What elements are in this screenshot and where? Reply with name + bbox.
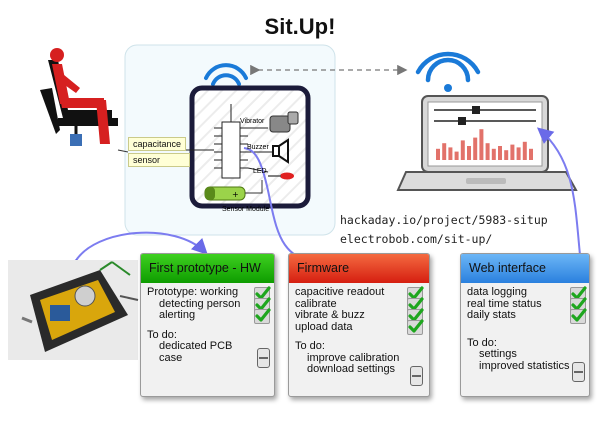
led-icon (268, 172, 294, 180)
url-hackaday[interactable]: hackaday.io/project/5983-situp (340, 213, 548, 227)
person-icon (50, 48, 110, 144)
chart-bar (529, 148, 533, 160)
laptop-icon (396, 95, 578, 191)
fw-item-2: calibrate (295, 297, 337, 310)
fw-todo-2: download settings (307, 363, 396, 375)
hw-todo-2: case (159, 351, 183, 364)
card-hardware: First prototype - HW Prototype: working … (140, 253, 275, 397)
hw-todo-1: dedicated PCB (159, 340, 233, 352)
hw-item-3: alerting (159, 309, 196, 321)
card-firmware-title: Firmware (289, 254, 429, 283)
chart-bar (498, 146, 502, 160)
fw-item-4: upload data (295, 320, 353, 333)
page-title: Sit.Up! (264, 14, 336, 39)
hw-item-2: detecting person (159, 297, 241, 310)
fw-todo-1: improve calibration (307, 351, 400, 364)
vibrator-icon (269, 111, 299, 133)
hw-item-1: Prototype: working (147, 286, 239, 298)
hw-todo-label: To do: (147, 328, 177, 341)
web-todo-1: settings (479, 348, 517, 360)
web-item-2: real time status (467, 297, 542, 310)
fw-item-1: capacitive readout (295, 286, 385, 298)
battery-icon: + (204, 180, 263, 201)
web-item-3: daily stats (467, 309, 516, 321)
module-caption: Sensor Module (222, 206, 270, 213)
chart-bar (522, 141, 527, 160)
chart-bar (491, 148, 496, 160)
chart-bar (485, 143, 490, 160)
card-hardware-title: First prototype - HW (141, 254, 274, 283)
card-firmware: Firmware capacitive readout calibrate vi… (288, 253, 430, 397)
url-electrobob[interactable]: electrobob.com/sit-up/ (340, 232, 493, 246)
buzzer-label: Buzzer (247, 144, 269, 151)
chart-bar (442, 143, 447, 160)
web-item-1: data logging (467, 286, 527, 298)
chart-bar (504, 150, 509, 160)
card-web-title: Web interface (461, 254, 589, 283)
wifi-icon-laptop (415, 51, 481, 92)
web-todo-label: To do: (467, 336, 497, 349)
vibrator-label: Vibrator (240, 118, 265, 125)
prototype-photo (8, 260, 139, 360)
led-label: LED (253, 168, 267, 175)
fw-item-3: vibrate & buzz (295, 309, 365, 321)
web-chart (436, 129, 533, 160)
svg-text:+: + (232, 190, 239, 199)
chart-bar (460, 140, 465, 160)
chart-bar (510, 144, 515, 160)
chart-bar (516, 147, 521, 160)
chart-bar (448, 147, 453, 160)
web-todo-2: improved statistics (479, 359, 570, 372)
project-urls: hackaday.io/project/5983-situp electrobo… (340, 211, 548, 249)
chart-bar (473, 137, 478, 160)
sensor-label: sensor (128, 153, 190, 167)
fw-todo-label: To do: (295, 340, 325, 352)
chart-bar (454, 151, 459, 160)
capacitance-label: capacitance (128, 137, 187, 151)
buzzer-icon (272, 138, 289, 164)
card-web: Web interface data logging real time sta… (460, 253, 590, 397)
chart-bar (467, 146, 471, 160)
chart-bar (479, 129, 484, 160)
chart-bar (436, 148, 440, 160)
